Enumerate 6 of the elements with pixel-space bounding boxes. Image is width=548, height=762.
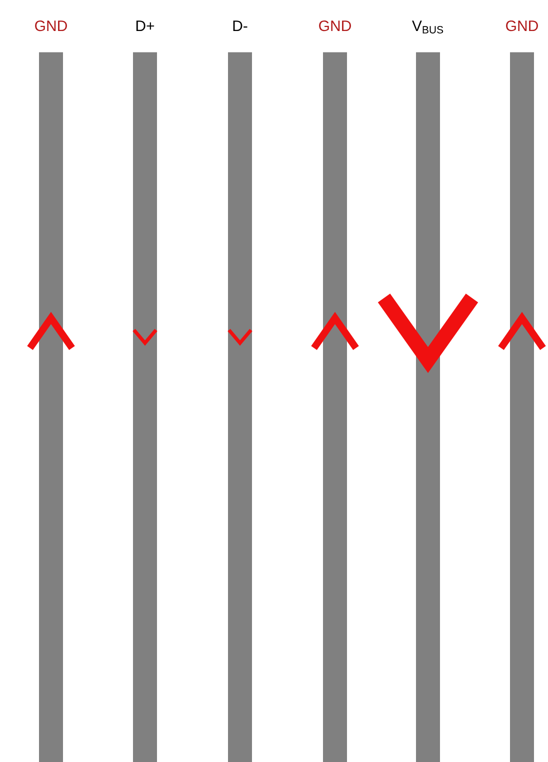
signal-label: V$_{BUS}$ [412,20,444,34]
signal-label: GND [319,20,351,32]
signal-label: GND [506,20,538,32]
signal-label: D+ [136,20,154,31]
signal-label: GND [35,20,67,32]
signal-label: D- [233,20,248,31]
